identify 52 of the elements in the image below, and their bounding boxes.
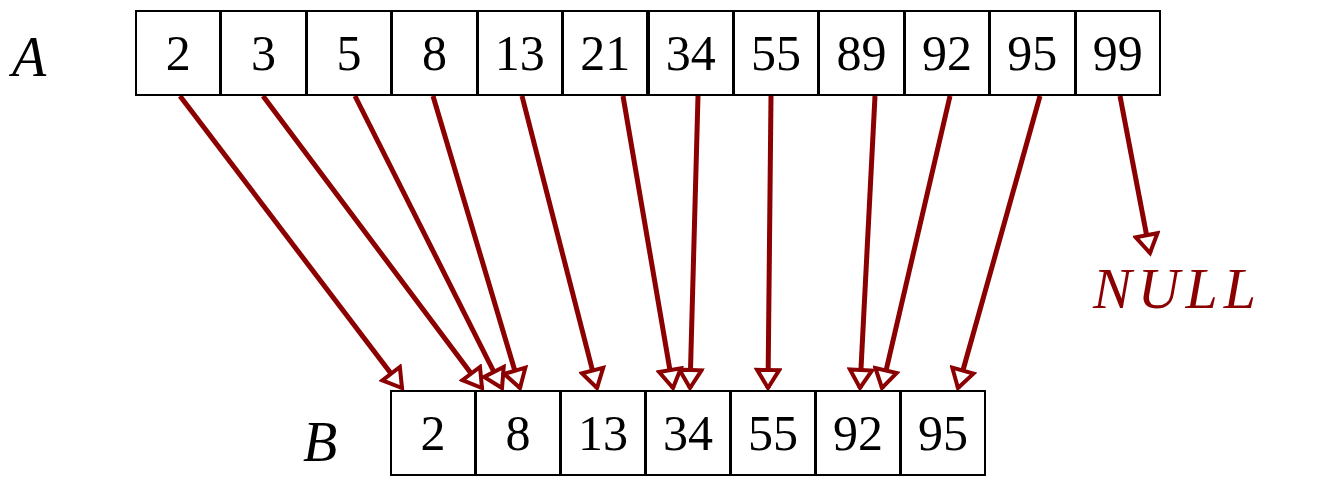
arrow (950, 95, 1043, 390)
arrow (755, 95, 782, 390)
cell-value: 34 (665, 24, 716, 82)
array-cell (732, 10, 820, 96)
cell-value: 89 (836, 24, 887, 82)
cell-value: 13 (578, 404, 628, 462)
array-cell (391, 10, 478, 96)
arrow (519, 95, 606, 390)
cell-value: 95 (918, 404, 968, 462)
arrow (620, 95, 683, 390)
arrow (847, 95, 878, 390)
cell-value: 3 (251, 24, 277, 82)
array-cell (560, 390, 646, 476)
array-cell (305, 10, 393, 96)
array-cell (476, 10, 564, 96)
arrow (352, 94, 506, 390)
cell-value: 34 (663, 404, 713, 462)
array-cell (1074, 10, 1161, 96)
cell-value: 99 (1092, 24, 1143, 82)
cell-value: 8 (421, 24, 447, 82)
array-cell (818, 10, 905, 96)
cell-value: 92 (833, 404, 883, 462)
cell-value: 21 (580, 24, 631, 82)
array-cell (730, 390, 816, 476)
array-cell (135, 10, 222, 96)
cell-value: 55 (748, 404, 798, 462)
null-label: NULL (1093, 255, 1263, 322)
array-cell (647, 10, 734, 96)
array-cell (815, 390, 901, 476)
cell-value: 8 (505, 404, 531, 462)
arrow (178, 94, 404, 390)
array-cell (390, 390, 476, 476)
array-cell (645, 390, 731, 476)
array-cell (989, 10, 1076, 96)
arrow (873, 95, 953, 390)
cell-value: 2 (420, 404, 446, 462)
cell-value: 5 (336, 24, 362, 82)
cell-value: 2 (165, 24, 191, 82)
cell-value: 55 (751, 24, 802, 82)
cell-value: 13 (494, 24, 545, 82)
array-cell (903, 10, 991, 96)
arrow (261, 94, 484, 390)
cell-value: 95 (1007, 24, 1058, 82)
arrow (677, 95, 704, 390)
cell-value: 92 (921, 24, 972, 82)
array-cell (475, 390, 561, 476)
array-name: B (303, 410, 338, 474)
arrow (430, 95, 528, 390)
arrow (1117, 95, 1160, 255)
array-cell (220, 10, 307, 96)
array-cell (562, 10, 649, 96)
array-cell (900, 390, 986, 476)
